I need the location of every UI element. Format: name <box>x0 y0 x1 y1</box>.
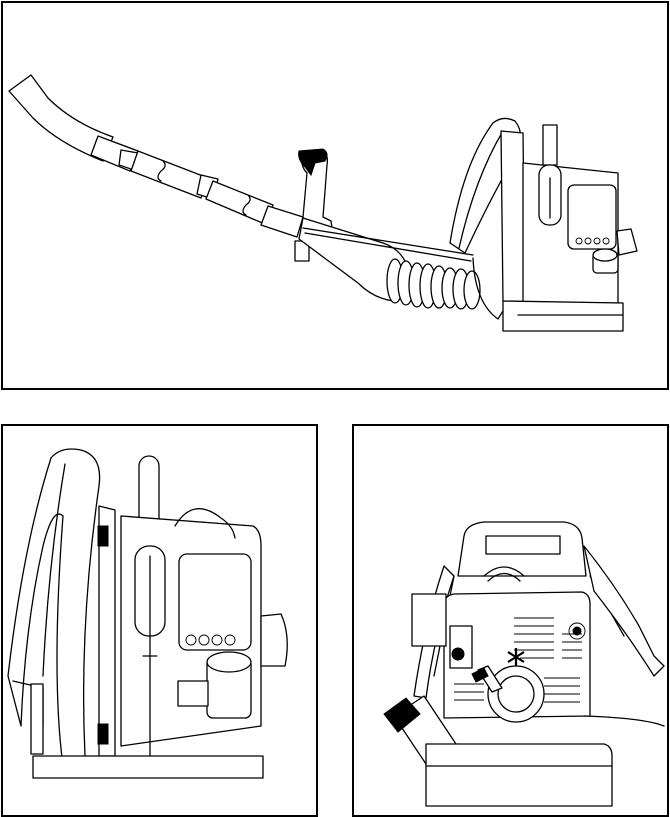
backpack-blower-with-tube-icon <box>3 3 669 390</box>
blower-engine-closeup-figure <box>1 424 318 817</box>
blower-rear-engine-icon <box>354 426 669 817</box>
blower-engine-side-icon <box>3 426 318 817</box>
blower-rear-view-figure <box>352 424 669 817</box>
blower-side-view-figure <box>1 1 669 390</box>
